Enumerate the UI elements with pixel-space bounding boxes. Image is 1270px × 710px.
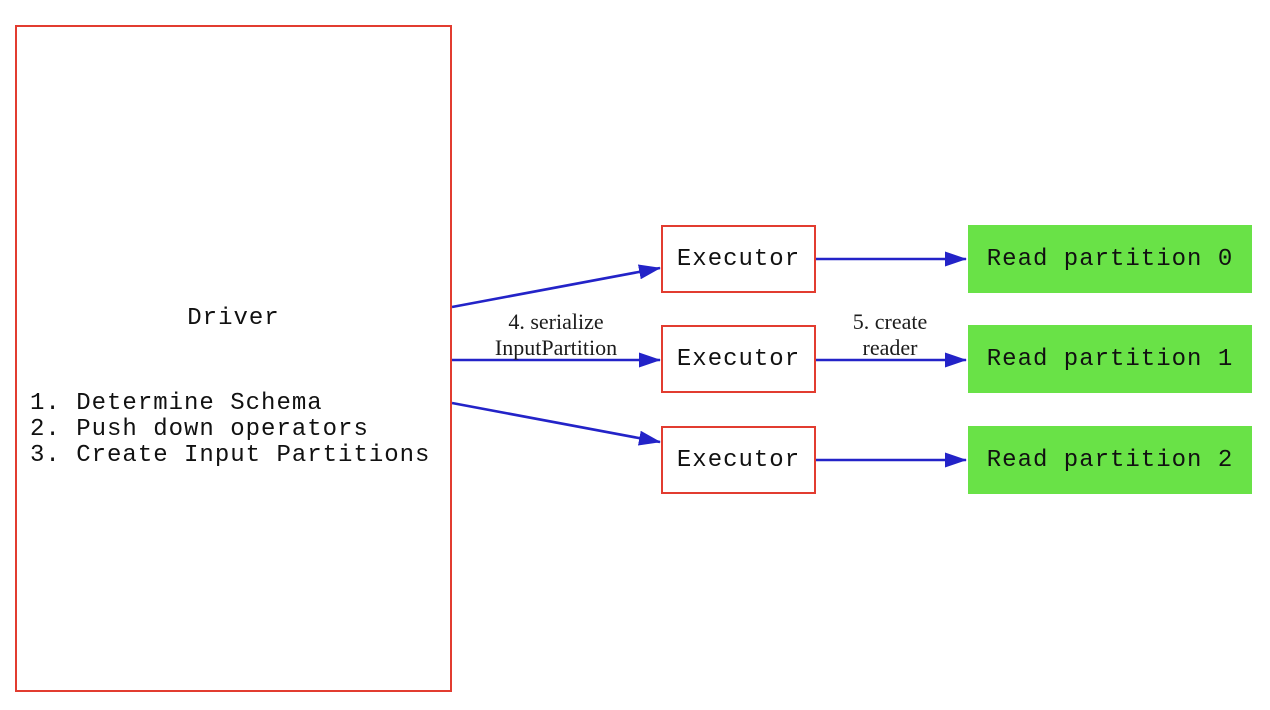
executor-node-0: Executor xyxy=(661,225,816,293)
executor-node-1: Executor xyxy=(661,325,816,393)
executor-label: Executor xyxy=(676,345,801,373)
driver-step: 1. Determine Schema xyxy=(30,390,323,417)
edge-label-line: 5. create xyxy=(852,309,928,334)
arrow-driver-to-executor-0 xyxy=(451,264,661,309)
driver-step: 3. Create Input Partitions xyxy=(30,442,431,469)
driver-steps-list: 1. Determine Schema 2. Push down operato… xyxy=(30,391,446,469)
edge-label-line: reader xyxy=(862,335,918,360)
read-partition-node-1: Read partition 1 xyxy=(968,325,1252,393)
read-partition-node-2: Read partition 2 xyxy=(968,426,1252,494)
driver-node: Driver 1. Determine Schema 2. Push down … xyxy=(15,25,452,692)
driver-step: 2. Push down operators xyxy=(30,416,369,443)
executor-label: Executor xyxy=(676,446,801,474)
edge-label-line: InputPartition xyxy=(494,335,618,360)
driver-title: Driver xyxy=(187,305,280,332)
read-partition-label: Read partition 0 xyxy=(986,245,1234,273)
read-partition-node-0: Read partition 0 xyxy=(968,225,1252,293)
edge-label-create-reader: 5. create reader xyxy=(810,309,970,361)
edge-label-serialize-inputpartition: 4. serialize InputPartition xyxy=(446,309,666,361)
edge-label-line: 4. serialize xyxy=(508,309,604,334)
read-partition-label: Read partition 2 xyxy=(986,446,1234,474)
executor-label: Executor xyxy=(676,245,801,273)
read-partition-label: Read partition 1 xyxy=(986,345,1234,373)
arrow-driver-to-executor-2 xyxy=(451,401,661,446)
executor-node-2: Executor xyxy=(661,426,816,494)
